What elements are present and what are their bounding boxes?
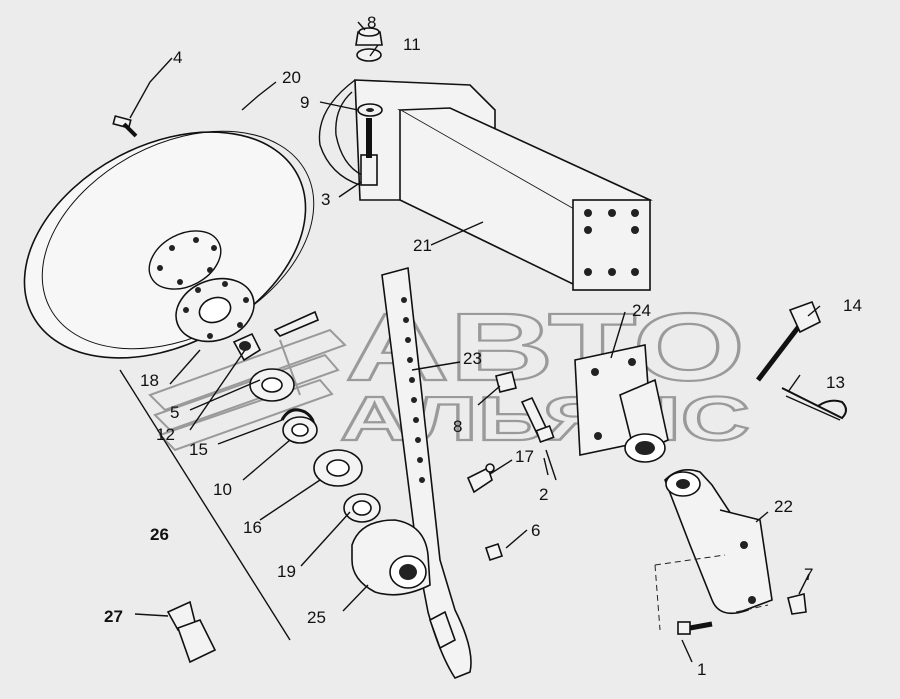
callout-1: 1	[697, 660, 706, 679]
callout-26: 26	[150, 525, 169, 544]
callout-23: 23	[463, 349, 482, 368]
bearing-5	[249, 368, 295, 402]
callout-8-top: 8	[367, 13, 376, 32]
callout-27: 27	[104, 607, 123, 626]
nut-12	[232, 332, 262, 362]
nut-6	[484, 542, 504, 562]
nut-8-top	[355, 27, 383, 46]
callout-7: 7	[804, 565, 813, 584]
callout-20: 20	[282, 68, 301, 87]
bolt-4	[112, 115, 138, 138]
washer-9	[357, 103, 383, 117]
callout-6: 6	[531, 521, 540, 540]
callout-10: 10	[213, 480, 232, 499]
scraper-arm	[381, 266, 472, 679]
nut-8-lower	[495, 371, 517, 393]
leader-lines	[119, 21, 821, 663]
nut-7	[787, 593, 807, 615]
callout-16: 16	[243, 518, 262, 537]
spring-clip-13	[781, 387, 847, 421]
callout-14: 14	[843, 296, 862, 315]
hub-housing-25	[351, 519, 431, 596]
bolt-2	[520, 396, 555, 444]
callout-2: 2	[539, 485, 548, 504]
callout-13: 13	[826, 373, 845, 392]
plug-27	[166, 600, 217, 664]
support-beam	[397, 107, 653, 291]
callout-17: 17	[515, 447, 534, 466]
bearing-16	[313, 449, 363, 487]
callout-24: 24	[632, 301, 651, 320]
spacer-19	[343, 493, 381, 523]
hub-flange	[175, 277, 255, 343]
callout-5: 5	[170, 403, 179, 422]
seal-10	[282, 416, 318, 444]
grease-nipple-17	[466, 463, 495, 494]
bolt-3	[360, 118, 378, 186]
callout-8-lower: 8	[453, 417, 462, 436]
clevis-22	[664, 469, 773, 615]
callout-21: 21	[413, 236, 432, 255]
cotter-pin	[273, 310, 320, 337]
callout-22: 22	[774, 497, 793, 516]
pivot-tube	[619, 378, 669, 463]
dashed-guide	[654, 554, 769, 631]
washer-11	[356, 48, 382, 62]
callout-19: 19	[277, 562, 296, 581]
bolt-1	[677, 621, 713, 635]
callout-15: 15	[189, 440, 208, 459]
callout-18: 18	[140, 371, 159, 390]
lock-pin-14	[756, 300, 822, 382]
callout-9: 9	[300, 93, 309, 112]
callout-4: 4	[173, 48, 182, 67]
callout-3: 3	[321, 190, 330, 209]
disc-blade	[23, 130, 315, 359]
callout-25: 25	[307, 608, 326, 627]
callout-11: 11	[403, 35, 421, 54]
callouts: 1 2 3 4 5 6 7 8 8 9 10 11 12 13 14 15 16…	[104, 13, 862, 679]
callout-12: 12	[156, 425, 175, 444]
